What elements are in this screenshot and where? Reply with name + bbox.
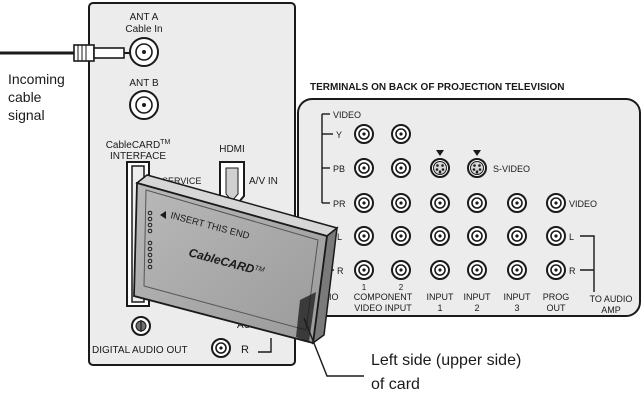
incoming-cable: [0, 44, 131, 62]
input3-r-jack[interactable]: [507, 260, 527, 280]
input2-r-jack[interactable]: [467, 260, 487, 280]
callout-line2: of card: [371, 376, 420, 393]
input2-number: 2: [474, 303, 479, 313]
input3-label: INPUT: [504, 292, 532, 302]
input1-number: 1: [437, 303, 442, 313]
hdmi-label: HDMI: [219, 144, 245, 155]
pr-label: PR: [333, 199, 346, 209]
to-audio-amp-bracket: [580, 235, 595, 292]
av-in-label: A/V IN: [249, 176, 278, 187]
input3-number: 3: [514, 303, 519, 313]
cable-in-label: Cable In: [125, 24, 162, 35]
terminals-panel: VIDEO Y PB PR L R 1 2 S-VIDEO: [297, 98, 641, 317]
r-label: R: [337, 266, 344, 276]
audio-r-bracket: [258, 338, 272, 353]
input3-video-jack[interactable]: [507, 193, 527, 213]
y-label: Y: [336, 130, 342, 140]
input3-l-jack[interactable]: [507, 226, 527, 246]
ant-b-label: ANT B: [129, 78, 159, 89]
component2-pb-jack[interactable]: [391, 158, 411, 178]
input2-l-jack[interactable]: [467, 226, 487, 246]
r-right-label: R: [569, 266, 576, 276]
audio-r-jack[interactable]: [211, 338, 231, 358]
cablecard-interface-title: CableCARDTM: [106, 139, 171, 151]
component2-y-jack[interactable]: [391, 124, 411, 144]
input1-video-jack[interactable]: [430, 193, 450, 213]
callout-leader-line: [303, 317, 364, 377]
input1-r-jack[interactable]: [430, 260, 450, 280]
prog-out-l-jack[interactable]: [546, 226, 566, 246]
input2-video-jack[interactable]: [467, 193, 487, 213]
input1-label: INPUT: [427, 292, 455, 302]
ant-b-jack[interactable]: [129, 90, 159, 120]
card-connector-pins: [147, 210, 153, 270]
component1-pb-jack[interactable]: [354, 158, 374, 178]
component2-pr-jack[interactable]: [391, 193, 411, 213]
out-label: OUT: [547, 303, 567, 313]
component2-l-jack[interactable]: [391, 226, 411, 246]
video-right-label: VIDEO: [569, 199, 597, 209]
prog-out-video-jack[interactable]: [546, 193, 566, 213]
component1-y-jack[interactable]: [354, 124, 374, 144]
prog-label: PROG: [543, 292, 570, 302]
input1-l-jack[interactable]: [430, 226, 450, 246]
l-label: L: [337, 232, 342, 242]
digital-audio-out-port[interactable]: [131, 316, 151, 336]
svideo2-jack[interactable]: [467, 158, 487, 178]
svideo2-arrow: [473, 150, 481, 156]
incoming-label-line1: Incoming: [8, 71, 65, 87]
to-audio-label: TO AUDIO: [590, 294, 633, 304]
component2-number: 2: [399, 283, 404, 292]
component2-r-jack[interactable]: [391, 260, 411, 280]
video-input-label: VIDEO INPUT: [354, 303, 412, 313]
video-group-label: VIDEO: [333, 110, 361, 120]
component-label: COMPONENT: [354, 292, 413, 302]
input2-label: INPUT: [464, 292, 492, 302]
cablecard[interactable]: INSERT THIS END CableCARDTM: [133, 174, 339, 345]
component1-number: 1: [362, 283, 367, 292]
ant-a-label: ANT A: [130, 12, 159, 23]
prog-out-r-jack[interactable]: [546, 260, 566, 280]
component1-l-jack[interactable]: [354, 226, 374, 246]
incoming-label-line3: signal: [8, 107, 45, 123]
svideo-label: S-VIDEO: [493, 164, 530, 174]
card-left-edge: [296, 292, 316, 342]
insert-arrow-icon: [160, 211, 166, 219]
component1-r-jack[interactable]: [354, 260, 374, 280]
service-label: SERVICE: [162, 176, 201, 186]
callout-line1: Left side (upper side): [371, 352, 521, 369]
svideo1-jack[interactable]: [430, 158, 450, 178]
pb-label: PB: [333, 164, 345, 174]
component1-pr-jack[interactable]: [354, 193, 374, 213]
svideo1-arrow: [436, 150, 444, 156]
l-right-label: L: [569, 232, 574, 242]
ant-a-jack[interactable]: [129, 37, 159, 67]
audio-r-label: R: [241, 344, 249, 356]
incoming-label-line2: cable: [8, 89, 42, 105]
digital-audio-out-label: DIGITAL AUDIO OUT: [92, 345, 188, 356]
terminals-title: TERMINALS ON BACK OF PROJECTION TELEVISI…: [310, 82, 564, 93]
interface-label: INTERFACE: [110, 151, 166, 162]
amp-label: AMP: [601, 305, 621, 315]
